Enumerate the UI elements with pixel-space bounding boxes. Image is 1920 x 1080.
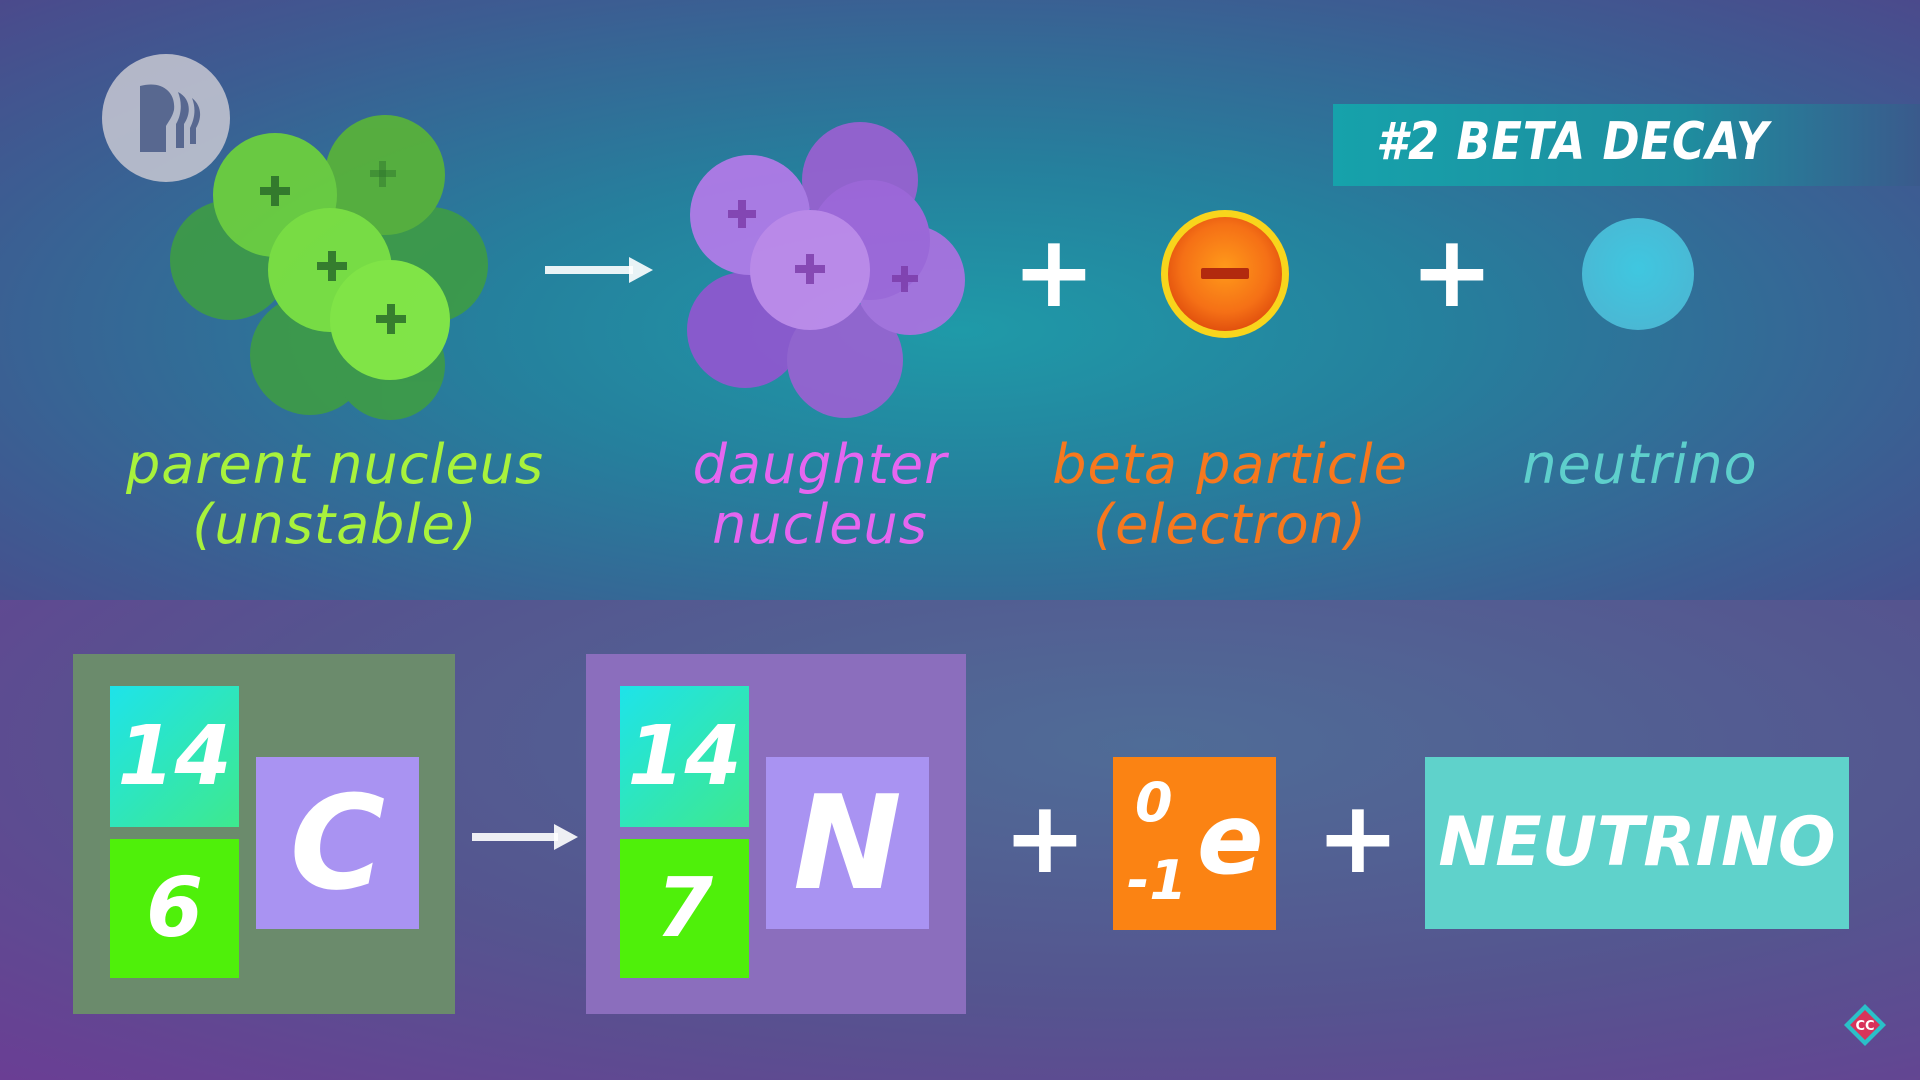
title: #2 BETA DECAY	[1376, 112, 1770, 172]
neutrino-box: NEUTRINO	[1425, 757, 1849, 929]
plus-sign: +	[1316, 779, 1400, 896]
label-parent-line1: parent nucleus	[125, 433, 545, 496]
nitrogen-symbol: N	[766, 757, 929, 929]
electron-mass-number: 0	[1135, 771, 1173, 834]
pbs-logo-icon	[102, 54, 230, 182]
label-beta-line2: (electron)	[1093, 493, 1367, 556]
carbon-symbol: C	[256, 757, 419, 929]
label-daughter-nucleus: daughter nucleus	[660, 435, 980, 555]
label-beta-line1: beta particle	[1052, 433, 1408, 496]
electron-minus-icon	[1161, 210, 1289, 338]
neutrino-particle	[1582, 218, 1694, 330]
cc-logo-text: CC	[1855, 1019, 1874, 1034]
electron-charge: -1	[1127, 849, 1187, 912]
arrow-right-icon	[545, 257, 653, 283]
label-parent-nucleus: parent nucleus (unstable)	[100, 435, 570, 555]
carbon-atomic-number: 6	[110, 839, 239, 978]
nucleon	[325, 115, 445, 235]
plus-sign: +	[1410, 213, 1494, 330]
nitrogen-mass-number: 14	[620, 686, 749, 827]
label-neutrino: neutrino	[1522, 433, 1758, 496]
nucleon	[787, 302, 903, 418]
label-daughter-line2: nucleus	[712, 493, 928, 556]
parent-nucleus	[170, 115, 488, 420]
label-daughter-line1: daughter	[692, 433, 948, 496]
plus-sign: +	[1003, 779, 1087, 896]
daughter-nucleus	[687, 122, 965, 418]
electron-symbol: e	[1197, 783, 1264, 897]
carbon-mass-number: 14	[110, 686, 239, 827]
arrow-right-icon	[472, 824, 578, 850]
title-banner	[1333, 104, 1920, 186]
nitrogen-atomic-number: 7	[620, 839, 749, 978]
label-beta-particle: beta particle (electron)	[1025, 435, 1435, 555]
cc-logo-icon: CC	[1844, 1004, 1886, 1046]
label-parent-line2: (unstable)	[192, 493, 478, 556]
plus-sign: +	[1012, 213, 1096, 330]
electron-notation-box: 0 -1 e	[1113, 757, 1276, 930]
